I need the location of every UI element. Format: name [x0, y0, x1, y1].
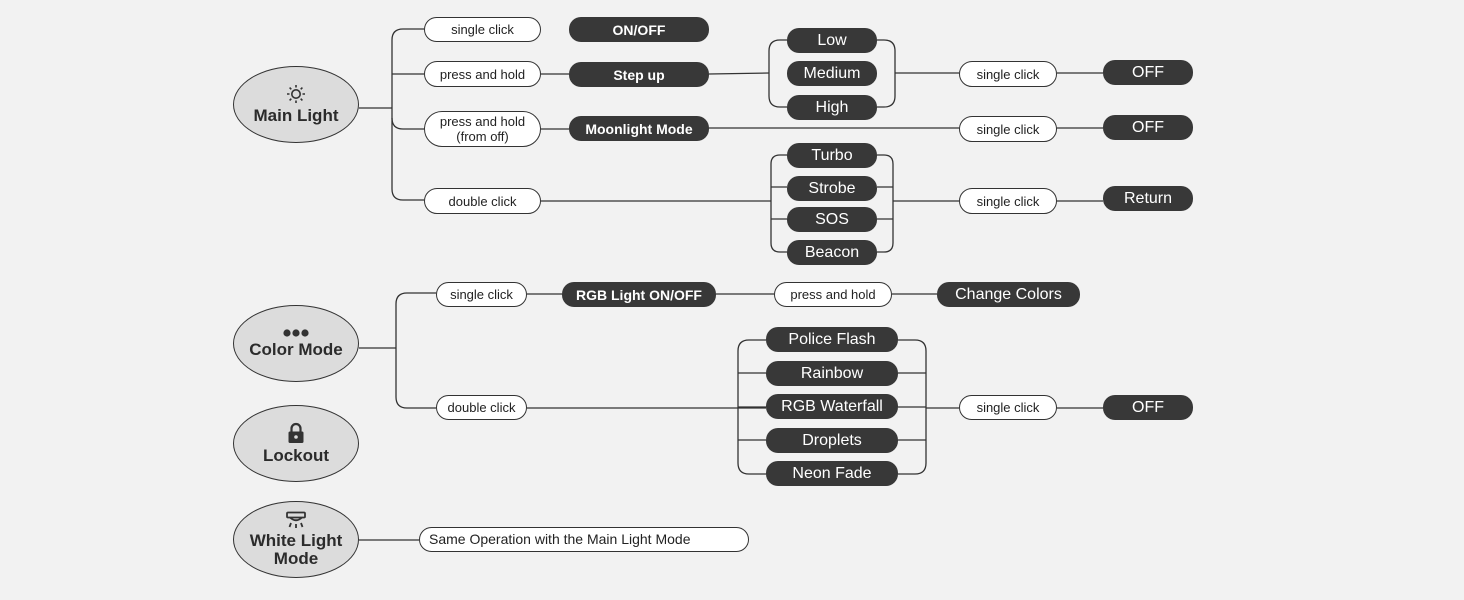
main-double-click-label: double click — [448, 193, 517, 209]
special-sos-label: SOS — [815, 210, 849, 228]
three-dots-icon — [283, 329, 309, 337]
moonlight-result: Moonlight Mode — [569, 116, 709, 141]
white-light-note-label: Same Operation with the Main Light Mode — [429, 531, 691, 547]
white-light-note: Same Operation with the Main Light Mode — [419, 527, 749, 552]
main-light-label: Main Light — [253, 106, 339, 125]
special-beacon: Beacon — [787, 240, 877, 265]
white-light-label-1: White Light — [249, 531, 343, 550]
effect-droplets-label: Droplets — [802, 431, 862, 449]
color-off-result: OFF — [1103, 395, 1193, 420]
step-off-label: OFF — [1132, 63, 1164, 81]
color-single-click: single click — [436, 282, 527, 307]
moon-exit-click-label: single click — [976, 121, 1040, 137]
press-hold-off-line2: (from off) — [456, 129, 509, 144]
effect-rgb-waterfall-label: RGB Waterfall — [781, 397, 883, 415]
moonlight-label: Moonlight Mode — [585, 120, 693, 137]
effect-police-flash-label: Police Flash — [788, 330, 876, 348]
lockout-mode: Lockout — [233, 405, 359, 482]
return-label: Return — [1123, 189, 1173, 207]
step-off-result: OFF — [1103, 60, 1193, 85]
level-medium: Medium — [787, 61, 877, 86]
level-high-label: High — [815, 98, 849, 116]
color-single-click-label: single click — [450, 287, 513, 302]
color-off-label: OFF — [1132, 398, 1164, 416]
color-mode-label: Color Mode — [249, 340, 343, 359]
color-press-hold: press and hold — [774, 282, 892, 307]
color-double-click-label: double click — [447, 400, 516, 415]
special-exit-click: single click — [959, 188, 1057, 214]
main-double-click: double click — [424, 188, 541, 214]
main-light-mode: Main Light — [233, 66, 359, 143]
step-exit-click-label: single click — [976, 66, 1040, 82]
color-double-click: double click — [436, 395, 527, 420]
effect-rgb-waterfall: RGB Waterfall — [766, 394, 898, 419]
rgb-on-off-result: RGB Light ON/OFF — [562, 282, 716, 307]
white-light-label-2: Mode — [273, 549, 319, 568]
moon-exit-click: single click — [959, 116, 1057, 142]
main-press-hold: press and hold — [424, 61, 541, 87]
main-single-click: single click — [424, 17, 541, 42]
effect-rainbow: Rainbow — [766, 361, 898, 386]
white-light-mode: White Light Mode — [233, 501, 359, 578]
on-off-result: ON/OFF — [569, 17, 709, 42]
lockout-label: Lockout — [262, 446, 330, 465]
level-low-label: Low — [817, 31, 847, 49]
level-medium-label: Medium — [803, 64, 861, 82]
color-exit-click-label: single click — [976, 400, 1040, 415]
effect-droplets: Droplets — [766, 428, 898, 453]
on-off-label: ON/OFF — [612, 21, 666, 38]
lock-icon — [288, 422, 304, 443]
special-exit-click-label: single click — [976, 193, 1040, 209]
moon-off-result: OFF — [1103, 115, 1193, 140]
change-colors-label: Change Colors — [955, 285, 1062, 303]
special-beacon-label: Beacon — [804, 243, 860, 261]
level-low: Low — [787, 28, 877, 53]
special-turbo: Turbo — [787, 143, 877, 168]
color-exit-click: single click — [959, 395, 1057, 420]
main-press-hold-label: press and hold — [439, 66, 526, 82]
step-up-result: Step up — [569, 62, 709, 87]
color-press-hold-label: press and hold — [790, 287, 876, 302]
moon-off-label: OFF — [1132, 118, 1164, 136]
press-hold-off-line1: press and hold — [439, 114, 526, 129]
effect-police-flash: Police Flash — [766, 327, 898, 352]
step-exit-click: single click — [959, 61, 1057, 87]
press-hold-from-off: press and hold (from off) — [424, 111, 541, 147]
rgb-on-off-label: RGB Light ON/OFF — [576, 286, 702, 303]
effect-rainbow-label: Rainbow — [800, 364, 864, 382]
sun-icon — [287, 85, 305, 103]
step-up-label: Step up — [613, 66, 665, 83]
effect-neon-fade: Neon Fade — [766, 461, 898, 486]
special-turbo-label: Turbo — [811, 146, 853, 164]
special-strobe-label: Strobe — [808, 179, 856, 197]
effect-neon-fade-label: Neon Fade — [792, 464, 872, 482]
change-colors-result: Change Colors — [937, 282, 1080, 307]
special-sos: SOS — [787, 207, 877, 232]
color-mode-mode: Color Mode — [233, 305, 359, 382]
level-high: High — [787, 95, 877, 120]
special-strobe: Strobe — [787, 176, 877, 201]
main-single-click-label: single click — [451, 22, 514, 37]
ceiling-light-icon — [286, 511, 306, 528]
return-result: Return — [1103, 186, 1193, 211]
